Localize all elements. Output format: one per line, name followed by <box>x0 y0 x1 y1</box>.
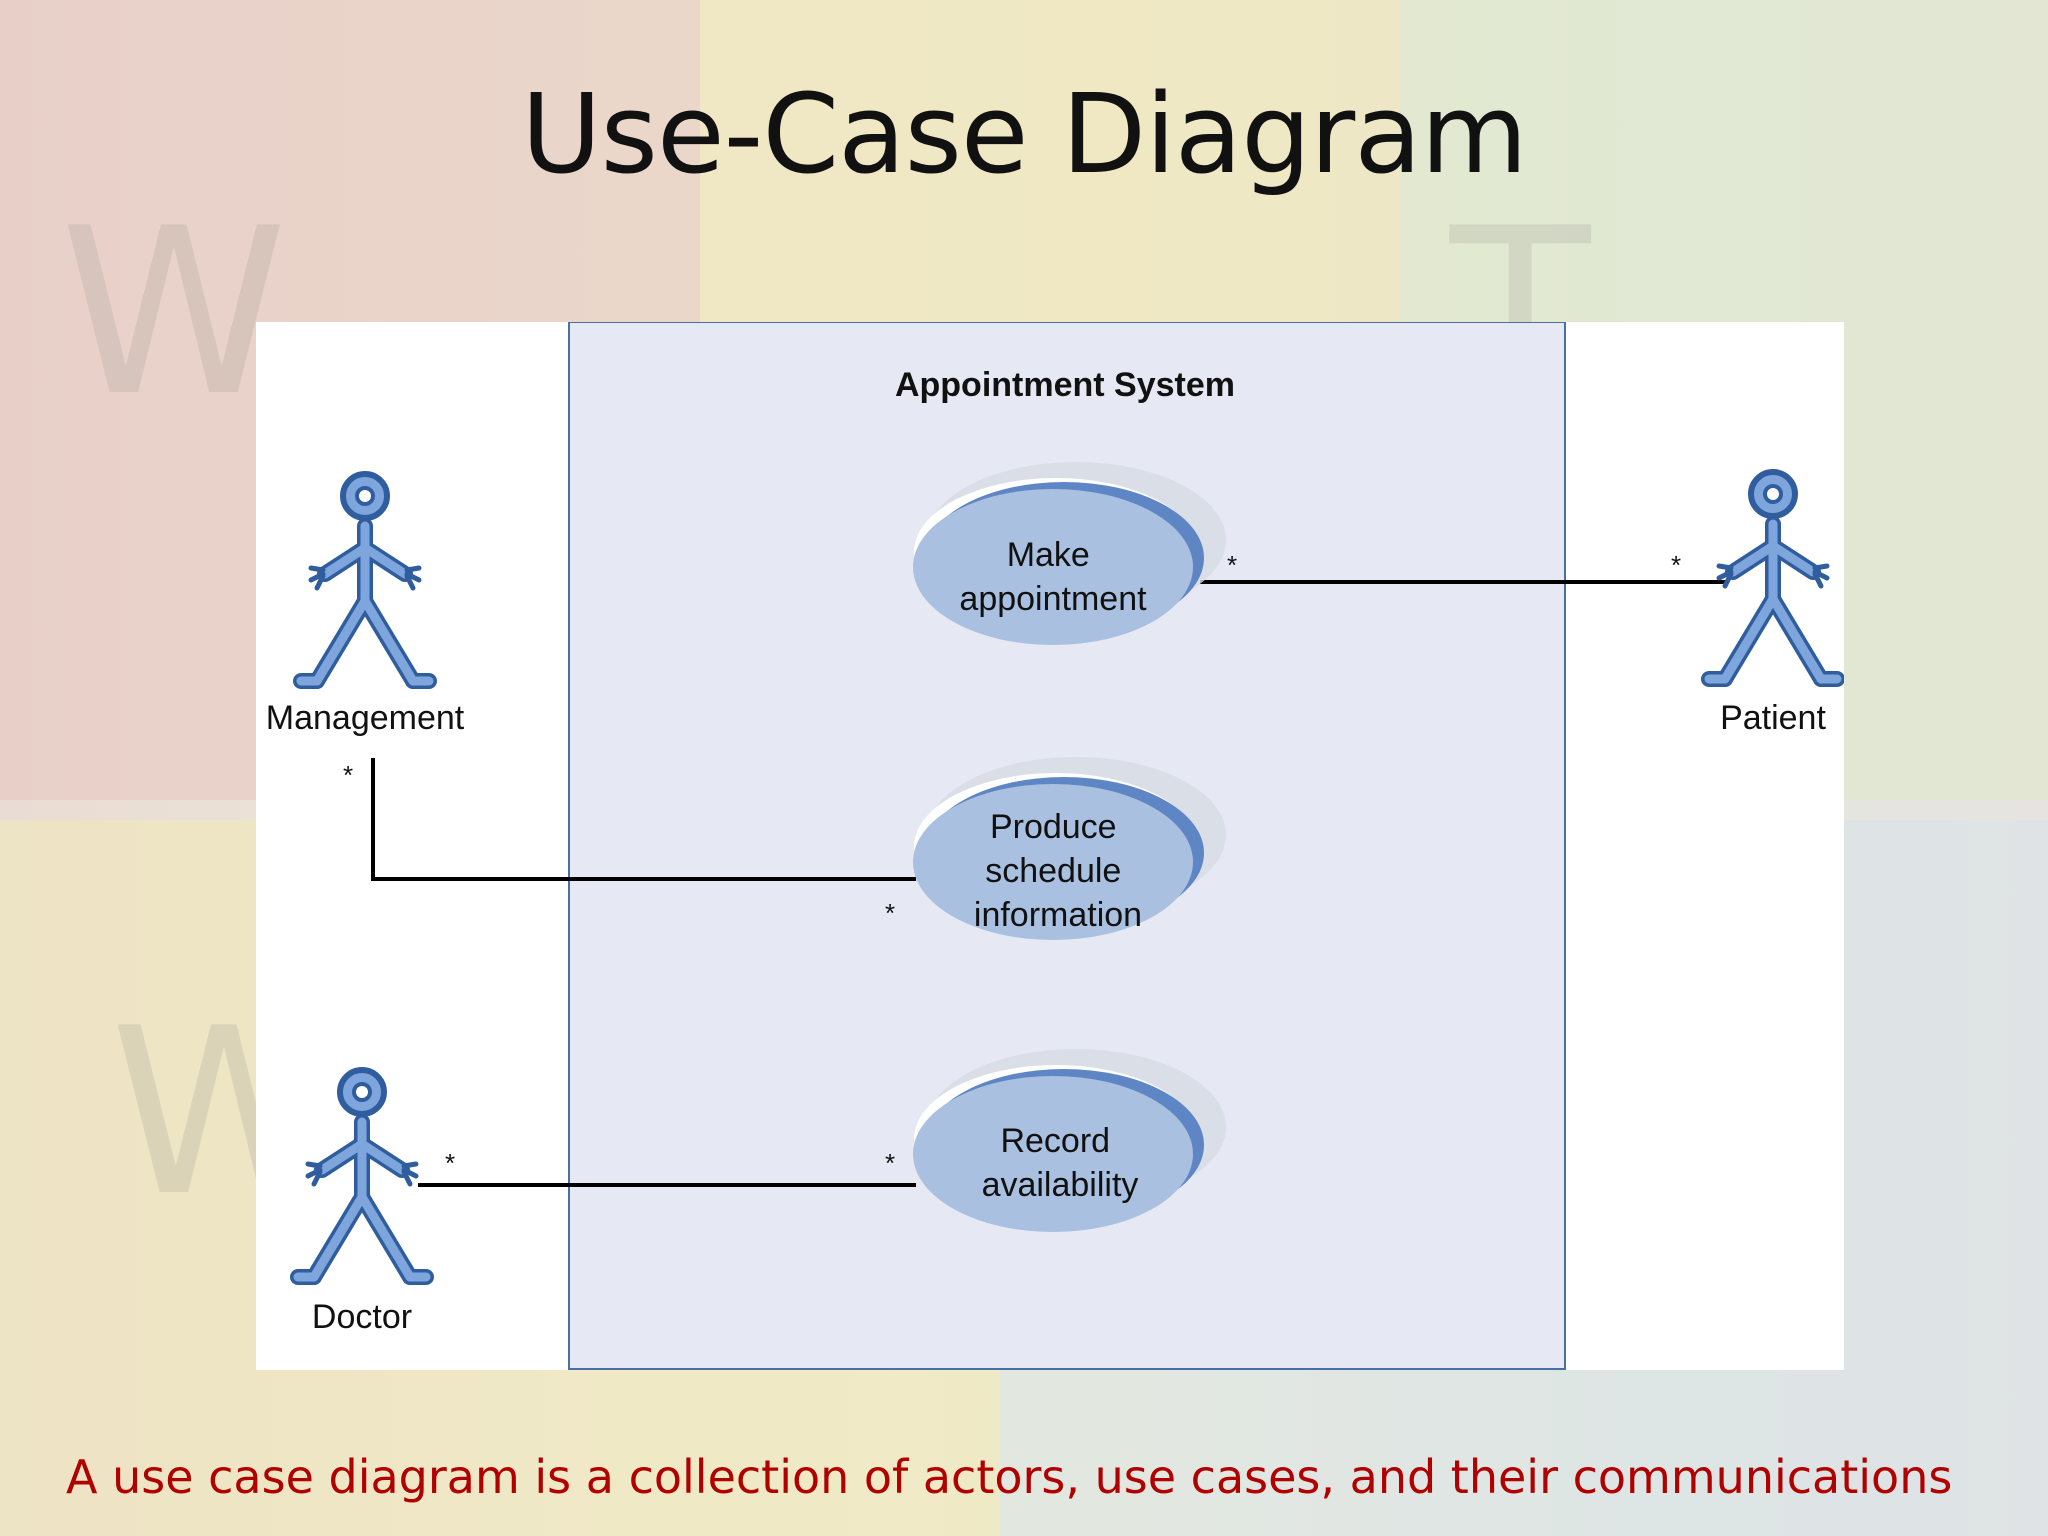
association-management-produce-schedule <box>371 758 916 881</box>
use-case-produce-schedule-line-1: Produce <box>990 808 1117 846</box>
use-case-make-appointment: Make appointment <box>913 462 1226 645</box>
svg-text:Make appointment: Make appointment <box>959 536 1147 618</box>
actor-management-label: Management <box>266 699 465 737</box>
background-watermark-1: W <box>60 180 298 447</box>
actor-patient: Patient <box>1709 472 1837 737</box>
slide-title: Use-Case Diagram <box>521 70 1528 198</box>
use-case-record-availability-line-2: availability <box>982 1166 1139 1204</box>
slide-caption: A use case diagram is a collection of ac… <box>66 1450 1953 1504</box>
system-title: Appointment System <box>895 366 1235 404</box>
use-case-record-availability-line-1: Record <box>1000 1122 1110 1160</box>
multiplicity-make-appointment: * <box>1227 550 1237 580</box>
use-case-produce-schedule-line-3: information <box>974 896 1142 934</box>
actor-doctor: Doctor <box>298 1070 426 1336</box>
multiplicity-patient: * <box>1671 550 1681 580</box>
use-case-make-appointment-line-1: Make <box>1007 536 1090 574</box>
multiplicity-produce-schedule: * <box>885 898 895 928</box>
use-case-make-appointment-line-2: appointment <box>959 580 1147 618</box>
actor-patient-label: Patient <box>1720 699 1826 737</box>
multiplicity-record-availability: * <box>885 1148 895 1178</box>
diagram-panel: Appointment System * * * * * * Make appo… <box>256 322 1844 1370</box>
use-case-diagram: Appointment System * * * * * * Make appo… <box>266 322 1844 1370</box>
svg-text:Produce schedule: Produce schedule information <box>974 808 1142 934</box>
svg-text:Record availability: Record availability <box>982 1122 1139 1204</box>
use-case-record-availability: Record availability <box>913 1049 1226 1232</box>
multiplicity-management: * <box>343 760 353 790</box>
actor-doctor-label: Doctor <box>312 1298 412 1336</box>
use-case-produce-schedule-line-2: schedule <box>985 852 1121 890</box>
actor-management: Management <box>266 474 465 737</box>
multiplicity-doctor: * <box>445 1148 455 1178</box>
use-case-produce-schedule-information: Produce schedule information <box>913 757 1226 940</box>
